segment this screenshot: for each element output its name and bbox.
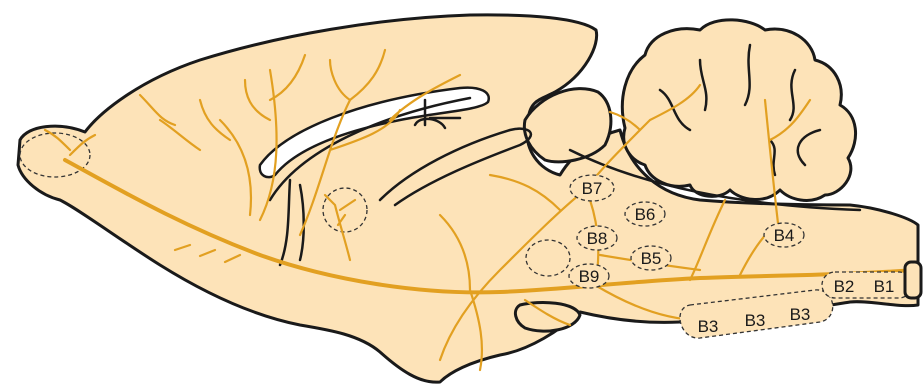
nucleus-b9-label: B9 [579,267,600,286]
nucleus-b8-label: B8 [587,229,608,248]
nucleus-b1-label: B1 [874,277,895,296]
nucleus-b6: B6 [625,202,665,226]
nucleus-b4: B4 [764,223,804,247]
nucleus-b3b-label: B3 [745,311,766,330]
nucleus-b3a-label: B3 [698,317,719,336]
nucleus-b3c-label: B3 [790,305,811,324]
nucleus-b8: B8 [577,226,617,250]
nucleus-b2-label: B2 [834,277,855,296]
nucleus-b9: B9 [569,264,609,288]
nucleus-b7: B7 [570,175,614,201]
spinal-cord-end [905,262,921,298]
nucleus-b7-label: B7 [582,179,603,198]
cerebellum [622,20,855,201]
nucleus-b5: B5 [631,246,671,270]
pituitary [515,302,580,331]
nucleus-b6-label: B6 [635,205,656,224]
nucleus-b2-b1-group: B2 B1 [822,272,912,298]
nucleus-b4-label: B4 [774,226,795,245]
nucleus-b5-label: B5 [641,249,662,268]
